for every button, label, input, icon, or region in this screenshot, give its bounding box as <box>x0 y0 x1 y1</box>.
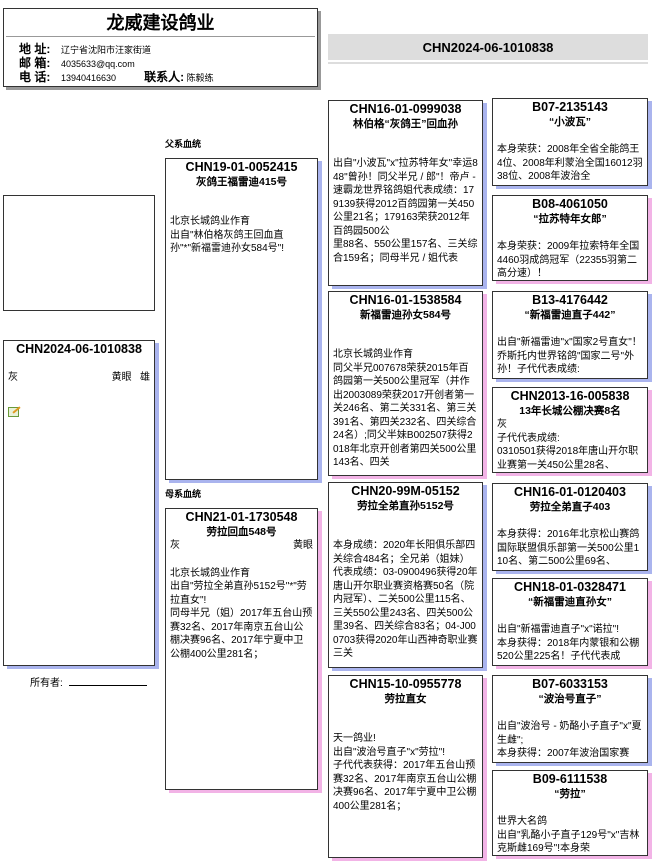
gen4-name: “波治号直子” <box>538 693 602 705</box>
gen3-card-3[interactable]: CHN20-99M-05152 劳拉全弟直孙5152号 本身成绩：2020年长阳… <box>328 482 483 668</box>
gen4-desc: 本身荣获：2008年全省全能鸽王4位、2008年利蒙治全国16012羽38位、2… <box>497 144 643 182</box>
gen4-card-7[interactable]: B07-6033153 “波治号直子” 出自"波治号 - 奶酪小子直子"x"夏生雌"… <box>492 675 648 763</box>
subject-sex: 雄 <box>140 372 150 383</box>
gen3-card-1[interactable]: CHN16-01-0999038 林伯格“灰鸽王”回血孙 出自"小波瓦"x"拉苏… <box>328 100 483 286</box>
gen4-card-8[interactable]: B09-6111538 “劳拉” 世界大名鸽 出自"乳酪小子直子129号"x"吉林克… <box>492 770 648 856</box>
address-value: 辽宁省沈阳市汪家街道 <box>61 45 152 55</box>
contact-label: 联系人: <box>144 70 185 84</box>
gen4-desc: 灰 子代代表成绩: 0310501获得2018年唐山开尔职业赛第一关450公里2… <box>497 419 639 471</box>
gen4-name: “劳拉” <box>554 788 586 800</box>
sire-desc: 北京长城鸽业作育 出自"林伯格灰鸽王回血直孙"*"新福雷迪孙女584号"! <box>170 216 285 254</box>
gen3-desc: 本身成绩：2020年长阳俱乐部四关综合484名；全兄弟（姐妹）代表成绩：03-0… <box>333 540 478 659</box>
gen4-ring: B13-4176442 <box>532 293 608 307</box>
subject-card[interactable]: CHN2024-06-1010838 灰 黄眼 雄 <box>3 340 155 666</box>
gen3-desc: 北京长城鸽业作育 同父半兄007678荣获2015年百鸽园第一关500公里冠军（… <box>333 349 477 468</box>
gen4-desc: 出自"新福雷迪"x"国家2号直女"！乔斯托内世界铭鸽"国家二号"外孙！子代代表成… <box>497 337 642 375</box>
breeder-title: 龙威建设鸽业 <box>6 9 315 37</box>
photo-placeholder[interactable] <box>3 195 155 311</box>
gen4-ring: CHN2013-16-005838 <box>510 389 630 403</box>
gen4-ring: B09-6111538 <box>532 772 608 786</box>
gen4-ring: CHN18-01-0328471 <box>514 580 626 594</box>
gen4-name: “新福雷迪直子442” <box>524 309 616 321</box>
phone-label: 电 话: <box>19 70 51 84</box>
gen3-card-2[interactable]: CHN16-01-1538584 新福雷迪孙女584号 北京长城鸽业作育 同父半… <box>328 291 483 476</box>
gen3-ring: CHN20-99M-05152 <box>351 484 460 498</box>
owner-label: 所有者: <box>30 678 63 689</box>
gen4-desc: 出自"新福雷迪直子"x"诺拉"! 本身获得：2018年内蒙银和公棚520公里22… <box>497 624 640 662</box>
contact-value: 陈毅练 <box>186 73 214 83</box>
edit-icon[interactable] <box>8 405 21 417</box>
dam-desc: 北京长城鸽业作育 出自"劳拉全弟直孙5152号"*"劳拉直女"! 同母半兄（姐）… <box>170 567 313 660</box>
gen4-ring: B07-2135143 <box>532 100 608 114</box>
gen4-card-6[interactable]: CHN18-01-0328471 “新福雷迪直孙女” 出自"新福雷迪直子"x"诺拉"… <box>492 578 648 666</box>
gen4-card-2[interactable]: B08-4061050 “拉苏特年女郎” 本身荣获：2009年拉索特年全国4460羽… <box>492 195 648 281</box>
dam-ring: CHN21-01-1730548 <box>185 510 298 524</box>
gen3-ring: CHN15-10-0955778 <box>349 677 462 691</box>
gen3-ring: CHN16-01-1538584 <box>349 293 462 307</box>
gen4-card-4[interactable]: CHN2013-16-005838 13年长城公棚决赛8名灰 子代代表成绩: 03… <box>492 387 648 473</box>
dam-eye: 黄眼 <box>293 540 313 551</box>
gen4-name: “小波瓦” <box>549 116 591 128</box>
gen3-ring: CHN16-01-0999038 <box>349 102 462 116</box>
owner-row: 所有者: <box>30 674 147 689</box>
pedigree-ring-banner: CHN2024-06-1010838 <box>328 34 648 62</box>
subject-ring: CHN2024-06-1010838 <box>16 342 142 356</box>
email-value: 4035633@qq.com <box>61 59 135 69</box>
gen4-ring: CHN16-01-0120403 <box>514 485 626 499</box>
sire-ring: CHN19-01-0052415 <box>185 160 298 174</box>
address-label: 地 址: <box>19 42 51 56</box>
sire-card[interactable]: CHN19-01-0052415 灰鸽王福雷迪415号 北京长城鸽业作育 出自"… <box>165 158 318 480</box>
gen4-name: 13年长城公棚决赛8名 <box>519 405 621 417</box>
gen4-desc: 世界大名鸽 出自"乳酪小子直子129号"x"吉林克斯雌169号"!本身荣 <box>497 816 640 854</box>
dam-line-label: 母系血统 <box>165 489 202 499</box>
gen4-card-5[interactable]: CHN16-01-0120403 劳拉全弟直子403 本身获得：2016年北京松山赛… <box>492 483 648 571</box>
gen4-name: “拉苏特年女郎” <box>533 213 607 225</box>
gen3-card-4[interactable]: CHN15-10-0955778 劳拉直女 天一鸽业! 出自"波治号直子"x"劳… <box>328 675 483 858</box>
gen3-name: 林伯格“灰鸽王”回血孙 <box>353 118 458 130</box>
gen4-desc: 本身获得：2016年北京松山赛鸽国际联盟俱乐部第一关500公里110名、第二50… <box>497 529 640 567</box>
dam-card[interactable]: CHN21-01-1730548 劳拉回血548号 灰 黄眼 北京长城鸽业作育 出… <box>165 508 318 790</box>
gen3-name: 劳拉直女 <box>384 693 427 705</box>
dam-name: 劳拉回血548号 <box>206 526 277 538</box>
gen3-desc: 天一鸽业! 出自"波治号直子"x"劳拉"! 子代代表获得：2017年五台山预赛3… <box>333 733 477 812</box>
subject-eye: 黄眼 <box>111 372 132 383</box>
sire-line-label: 父系血统 <box>165 139 202 149</box>
gen4-card-1[interactable]: B07-2135143 “小波瓦” 本身荣获：2008年全省全能鸽王4位、2008年… <box>492 98 648 186</box>
dam-color: 灰 <box>170 540 180 551</box>
gen3-name: 劳拉全弟直孙5152号 <box>357 500 454 512</box>
gen4-desc: 出自"波治号 - 奶酪小子直子"x"夏生雌"; 本身获得：2007年波治国家赛 <box>497 721 642 759</box>
phone-value: 13940416630 <box>61 73 117 83</box>
gen4-ring: B08-4061050 <box>532 197 608 211</box>
gen4-desc: 本身荣获：2009年拉索特年全国4460羽成鸽冠军（22355羽第二高分速）！ <box>497 241 640 279</box>
gen3-name: 新福雷迪孙女584号 <box>359 309 452 321</box>
gen4-name: “新福雷迪直孙女” <box>528 596 612 608</box>
email-label: 邮 箱: <box>19 56 51 70</box>
gen3-desc: 出自"小波瓦"x"拉苏特年女"幸运848"曾孙！同父半兄 / 郎"！帝卢 - 速… <box>333 158 478 264</box>
gen4-ring: B07-6033153 <box>532 677 608 691</box>
gen4-name: 劳拉全弟直子403 <box>529 501 611 513</box>
sire-name: 灰鸽王福雷迪415号 <box>195 176 288 188</box>
breeder-info-card: 龙威建设鸽业 地 址: 辽宁省沈阳市汪家街道 邮 箱: 4035633@qq.com… <box>3 8 318 87</box>
gen4-card-3[interactable]: B13-4176442 “新福雷迪直子442” 出自"新福雷迪"x"国家2号直女"！… <box>492 291 648 379</box>
owner-line[interactable] <box>68 685 147 686</box>
subject-color: 灰 <box>8 372 18 383</box>
